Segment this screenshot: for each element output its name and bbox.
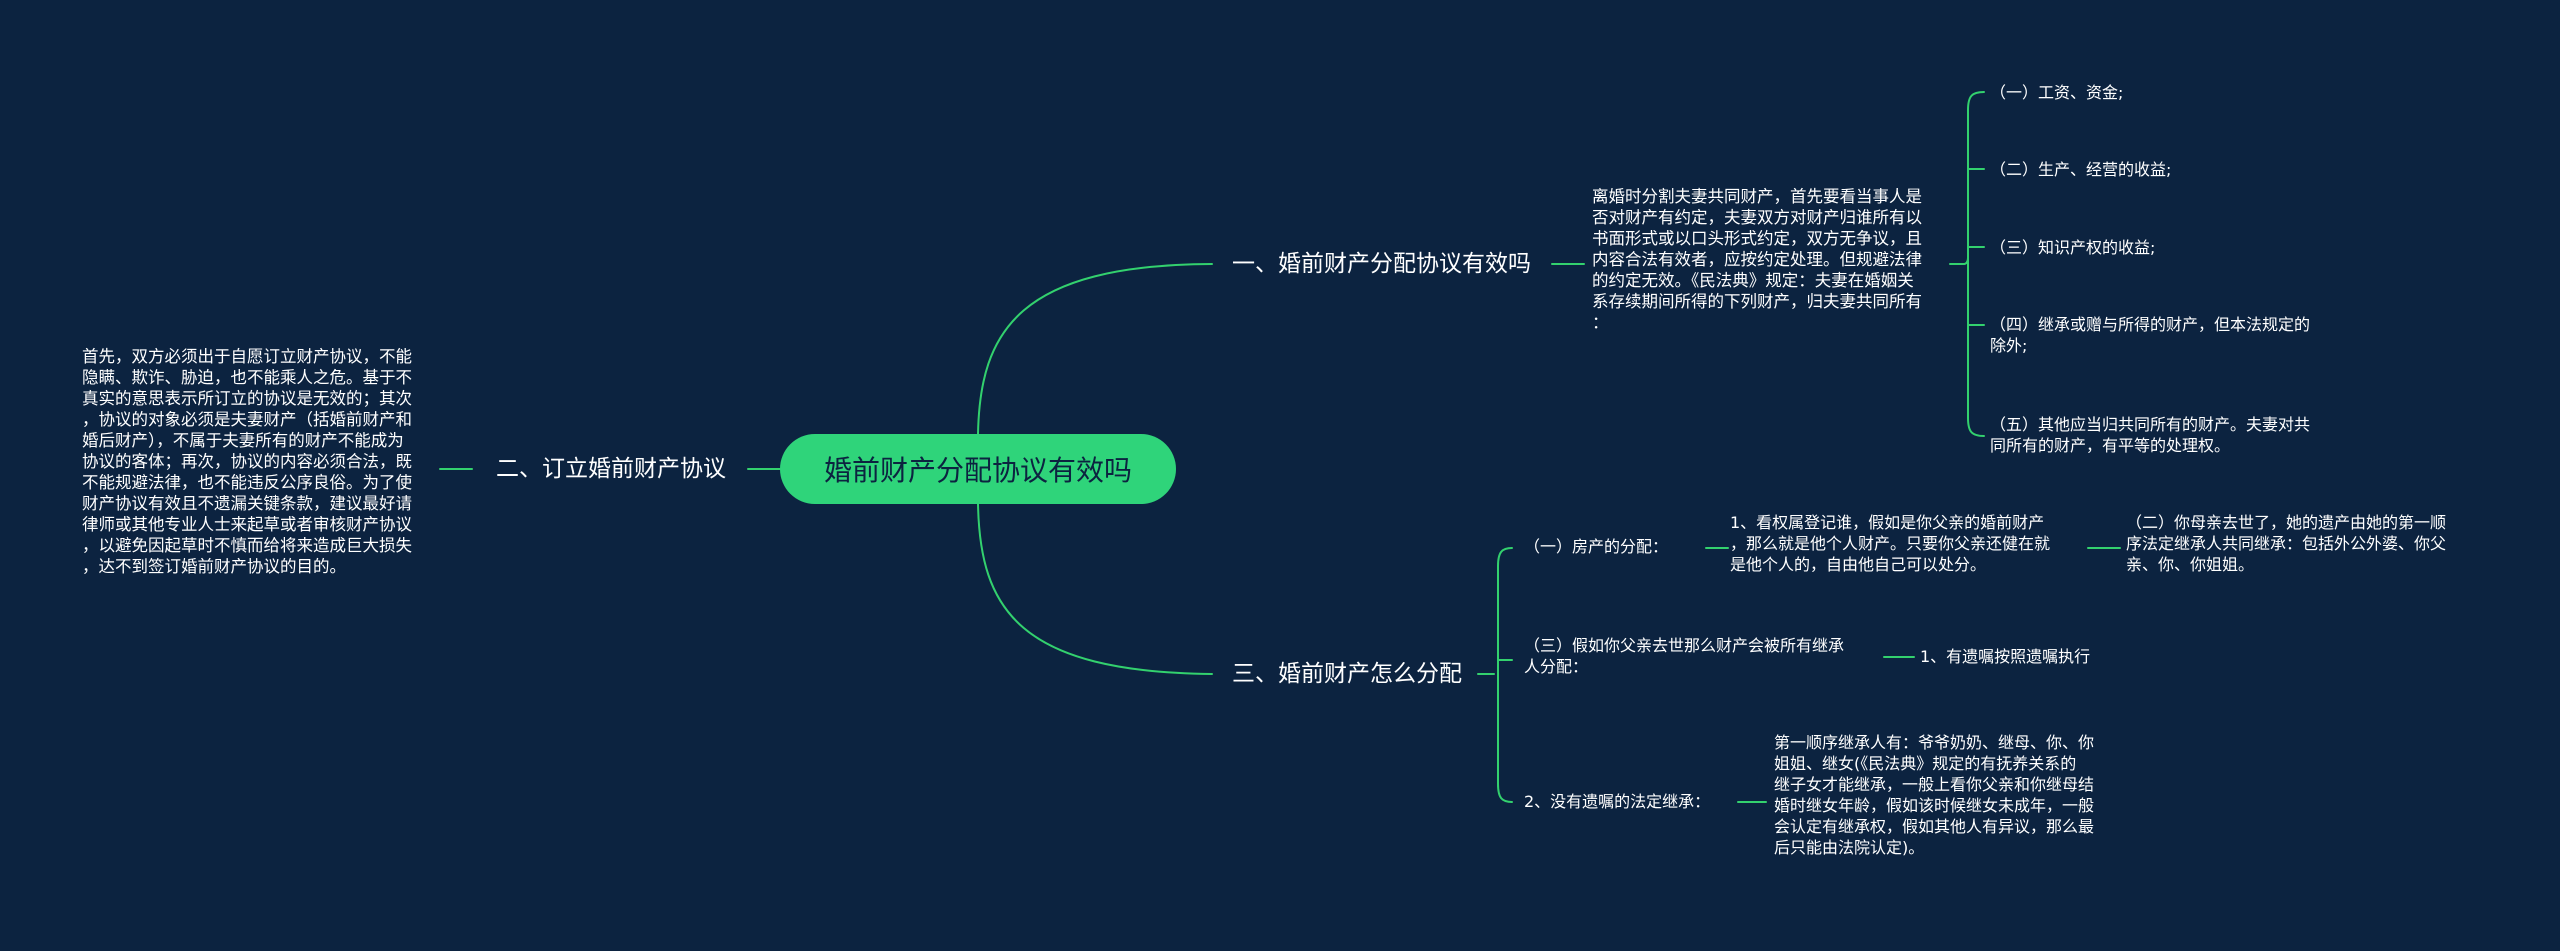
text-line: ，达不到签订婚前财产协议的目的。 <box>82 557 346 576</box>
text-line: 系存续期间所得的下列财产，归夫妻共同所有 <box>1592 292 1922 311</box>
text-line: 律师或其他专业人士来起草或者审核财产协议 <box>82 515 412 534</box>
bracket-b3-children <box>1497 547 1513 803</box>
link-root-b3 <box>977 503 1213 675</box>
text-line: 同所有的财产，有平等的处理权。 <box>1990 436 2231 455</box>
text-line: 书面形式或以口头形式约定，双方无争议，且 <box>1592 229 1922 248</box>
b1-item-5[interactable]: （五）其他应当归共同所有的财产。夫妻对共 同所有的财产，有平等的处理权。 <box>1990 414 2370 456</box>
text-line: 财产协议有效且不遗漏关键条款，建议最好请 <box>82 494 412 513</box>
b3-c1-detail-node[interactable]: 1、看权属登记谁，假如是你父亲的婚前财产 ，那么就是他个人财产。只要你父亲还健在… <box>1730 512 2090 575</box>
text-line: （五）其他应当归共同所有的财产。夫妻对共 <box>1990 415 2311 434</box>
branch-label: 二、订立婚前财产协议 <box>496 456 726 482</box>
text-line: 2、没有遗嘱的法定继承： <box>1524 792 1711 811</box>
text-line: 婚时继女年龄，假如该时候继女未成年，一般 <box>1774 796 2095 815</box>
text-line: 否对财产有约定，夫妻双方对财产归谁所有以 <box>1592 208 1922 227</box>
b1-detail-node[interactable]: 离婚时分割夫妻共同财产，首先要看当事人是 否对财产有约定，夫妻双方对财产归谁所有… <box>1592 186 1952 333</box>
text-line: 协议的客体；再次，协议的内容必须合法，既 <box>82 452 412 471</box>
text-line: 是他个人的，自由他自己可以处分。 <box>1730 555 1987 574</box>
root-label: 婚前财产分配协议有效吗 <box>823 454 1132 487</box>
b1-item-3[interactable]: （三）知识产权的收益; <box>1990 237 2350 258</box>
branch-node-3[interactable]: 三、婚前财产怎么分配 <box>1232 658 1462 690</box>
b3-c3-node[interactable]: 2、没有遗嘱的法定继承： <box>1524 791 1744 812</box>
text-line: 继子女才能继承，一般上看你父亲和你继母结 <box>1774 775 2095 794</box>
root-node[interactable]: 婚前财产分配协议有效吗 <box>780 434 1176 504</box>
text-line: （三）假如你父亲去世那么财产会被所有继承 <box>1524 636 1845 655</box>
text-line: 1、有遗嘱按照遗嘱执行 <box>1920 647 2091 666</box>
branch-label: 三、婚前财产怎么分配 <box>1232 661 1462 687</box>
b3-c3-detail-node[interactable]: 第一顺序继承人有：爷爷奶奶、继母、你、你 姐姐、继女(《民法典》规定的有抚养关系… <box>1774 732 2134 858</box>
text-line: ： <box>1592 313 1609 332</box>
text-line: （三）知识产权的收益; <box>1990 238 2156 257</box>
text-line: （四）继承或赠与所得的财产，但本法规定的 <box>1990 315 2311 334</box>
text-line: ，那么就是他个人财产。只要你父亲还健在就 <box>1730 534 2051 553</box>
text-line: 人分配： <box>1524 657 1589 676</box>
b3-c1-sub-node[interactable]: （二）你母亲去世了，她的遗产由她的第一顺 序法定继承人共同继承：包括外公外婆、你… <box>2126 512 2506 575</box>
text-line: ，协议的对象必须是夫妻财产（括婚前财产和 <box>82 410 412 429</box>
text-line: （二）生产、经营的收益; <box>1990 160 2172 179</box>
text-line: 序法定继承人共同继承：包括外公外婆、你父 <box>2126 534 2447 553</box>
branch-node-1[interactable]: 一、婚前财产分配协议有效吗 <box>1232 248 1531 280</box>
text-line: 婚后财产），不属于夫妻所有的财产不能成为 <box>82 431 404 450</box>
text-line: 亲、你、你姐姐。 <box>2126 555 2255 574</box>
text-line: 隐瞒、欺诈、胁迫，也不能乘人之危。基于不 <box>82 368 412 387</box>
text-line: 不能规避法律，也不能违反公序良俗。为了使 <box>82 473 412 492</box>
text-line: 1、看权属登记谁，假如是你父亲的婚前财产 <box>1730 513 2045 532</box>
text-line: 第一顺序继承人有：爷爷奶奶、继母、你、你 <box>1774 733 2095 752</box>
link-root-b1 <box>977 263 1213 435</box>
b1-item-2[interactable]: （二）生产、经营的收益; <box>1990 159 2350 180</box>
b1-item-1[interactable]: （一）工资、资金; <box>1990 82 2350 103</box>
branch-node-2[interactable]: 二、订立婚前财产协议 <box>496 453 726 485</box>
text-line: 会认定有继承权，假如其他人有异议，那么最 <box>1774 817 2095 836</box>
b1-item-4[interactable]: （四）继承或赠与所得的财产，但本法规定的 除外; <box>1990 314 2350 356</box>
bracket-b1-items <box>1967 91 1985 437</box>
text-line: （一）房产的分配： <box>1524 537 1669 556</box>
text-line: 离婚时分割夫妻共同财产，首先要看当事人是 <box>1592 187 1922 206</box>
b3-c2-node[interactable]: （三）假如你父亲去世那么财产会被所有继承 人分配： <box>1524 635 1884 677</box>
b3-c1-node[interactable]: （一）房产的分配： <box>1524 536 1714 557</box>
branch-label: 一、婚前财产分配协议有效吗 <box>1232 251 1531 277</box>
text-line: 首先，双方必须出于自愿订立财产协议，不能 <box>82 347 412 366</box>
bracket-b1-mid <box>1963 257 1969 265</box>
text-line: （二）你母亲去世了，她的遗产由她的第一顺 <box>2126 513 2447 532</box>
text-line: 姐姐、继女(《民法典》规定的有抚养关系的 <box>1774 754 2077 773</box>
b2-detail-node[interactable]: 首先，双方必须出于自愿订立财产协议，不能 隐瞒、欺诈、胁迫，也不能乘人之危。基于… <box>82 346 442 577</box>
text-line: 真实的意思表示所订立的协议是无效的；其次 <box>82 389 412 408</box>
text-line: 后只能由法院认定)。 <box>1774 838 1925 857</box>
text-line: 内容合法有效者，应按约定处理。但规避法律 <box>1592 250 1922 269</box>
text-line: （一）工资、资金; <box>1990 83 2124 102</box>
text-line: 的约定无效。《民法典》规定：夫妻在婚姻关 <box>1592 271 1914 290</box>
b3-c2-detail-node[interactable]: 1、有遗嘱按照遗嘱执行 <box>1920 646 2180 667</box>
text-line: 除外; <box>1990 336 2028 355</box>
text-line: ，以避免因起草时不慎而给将来造成巨大损失 <box>82 536 412 555</box>
